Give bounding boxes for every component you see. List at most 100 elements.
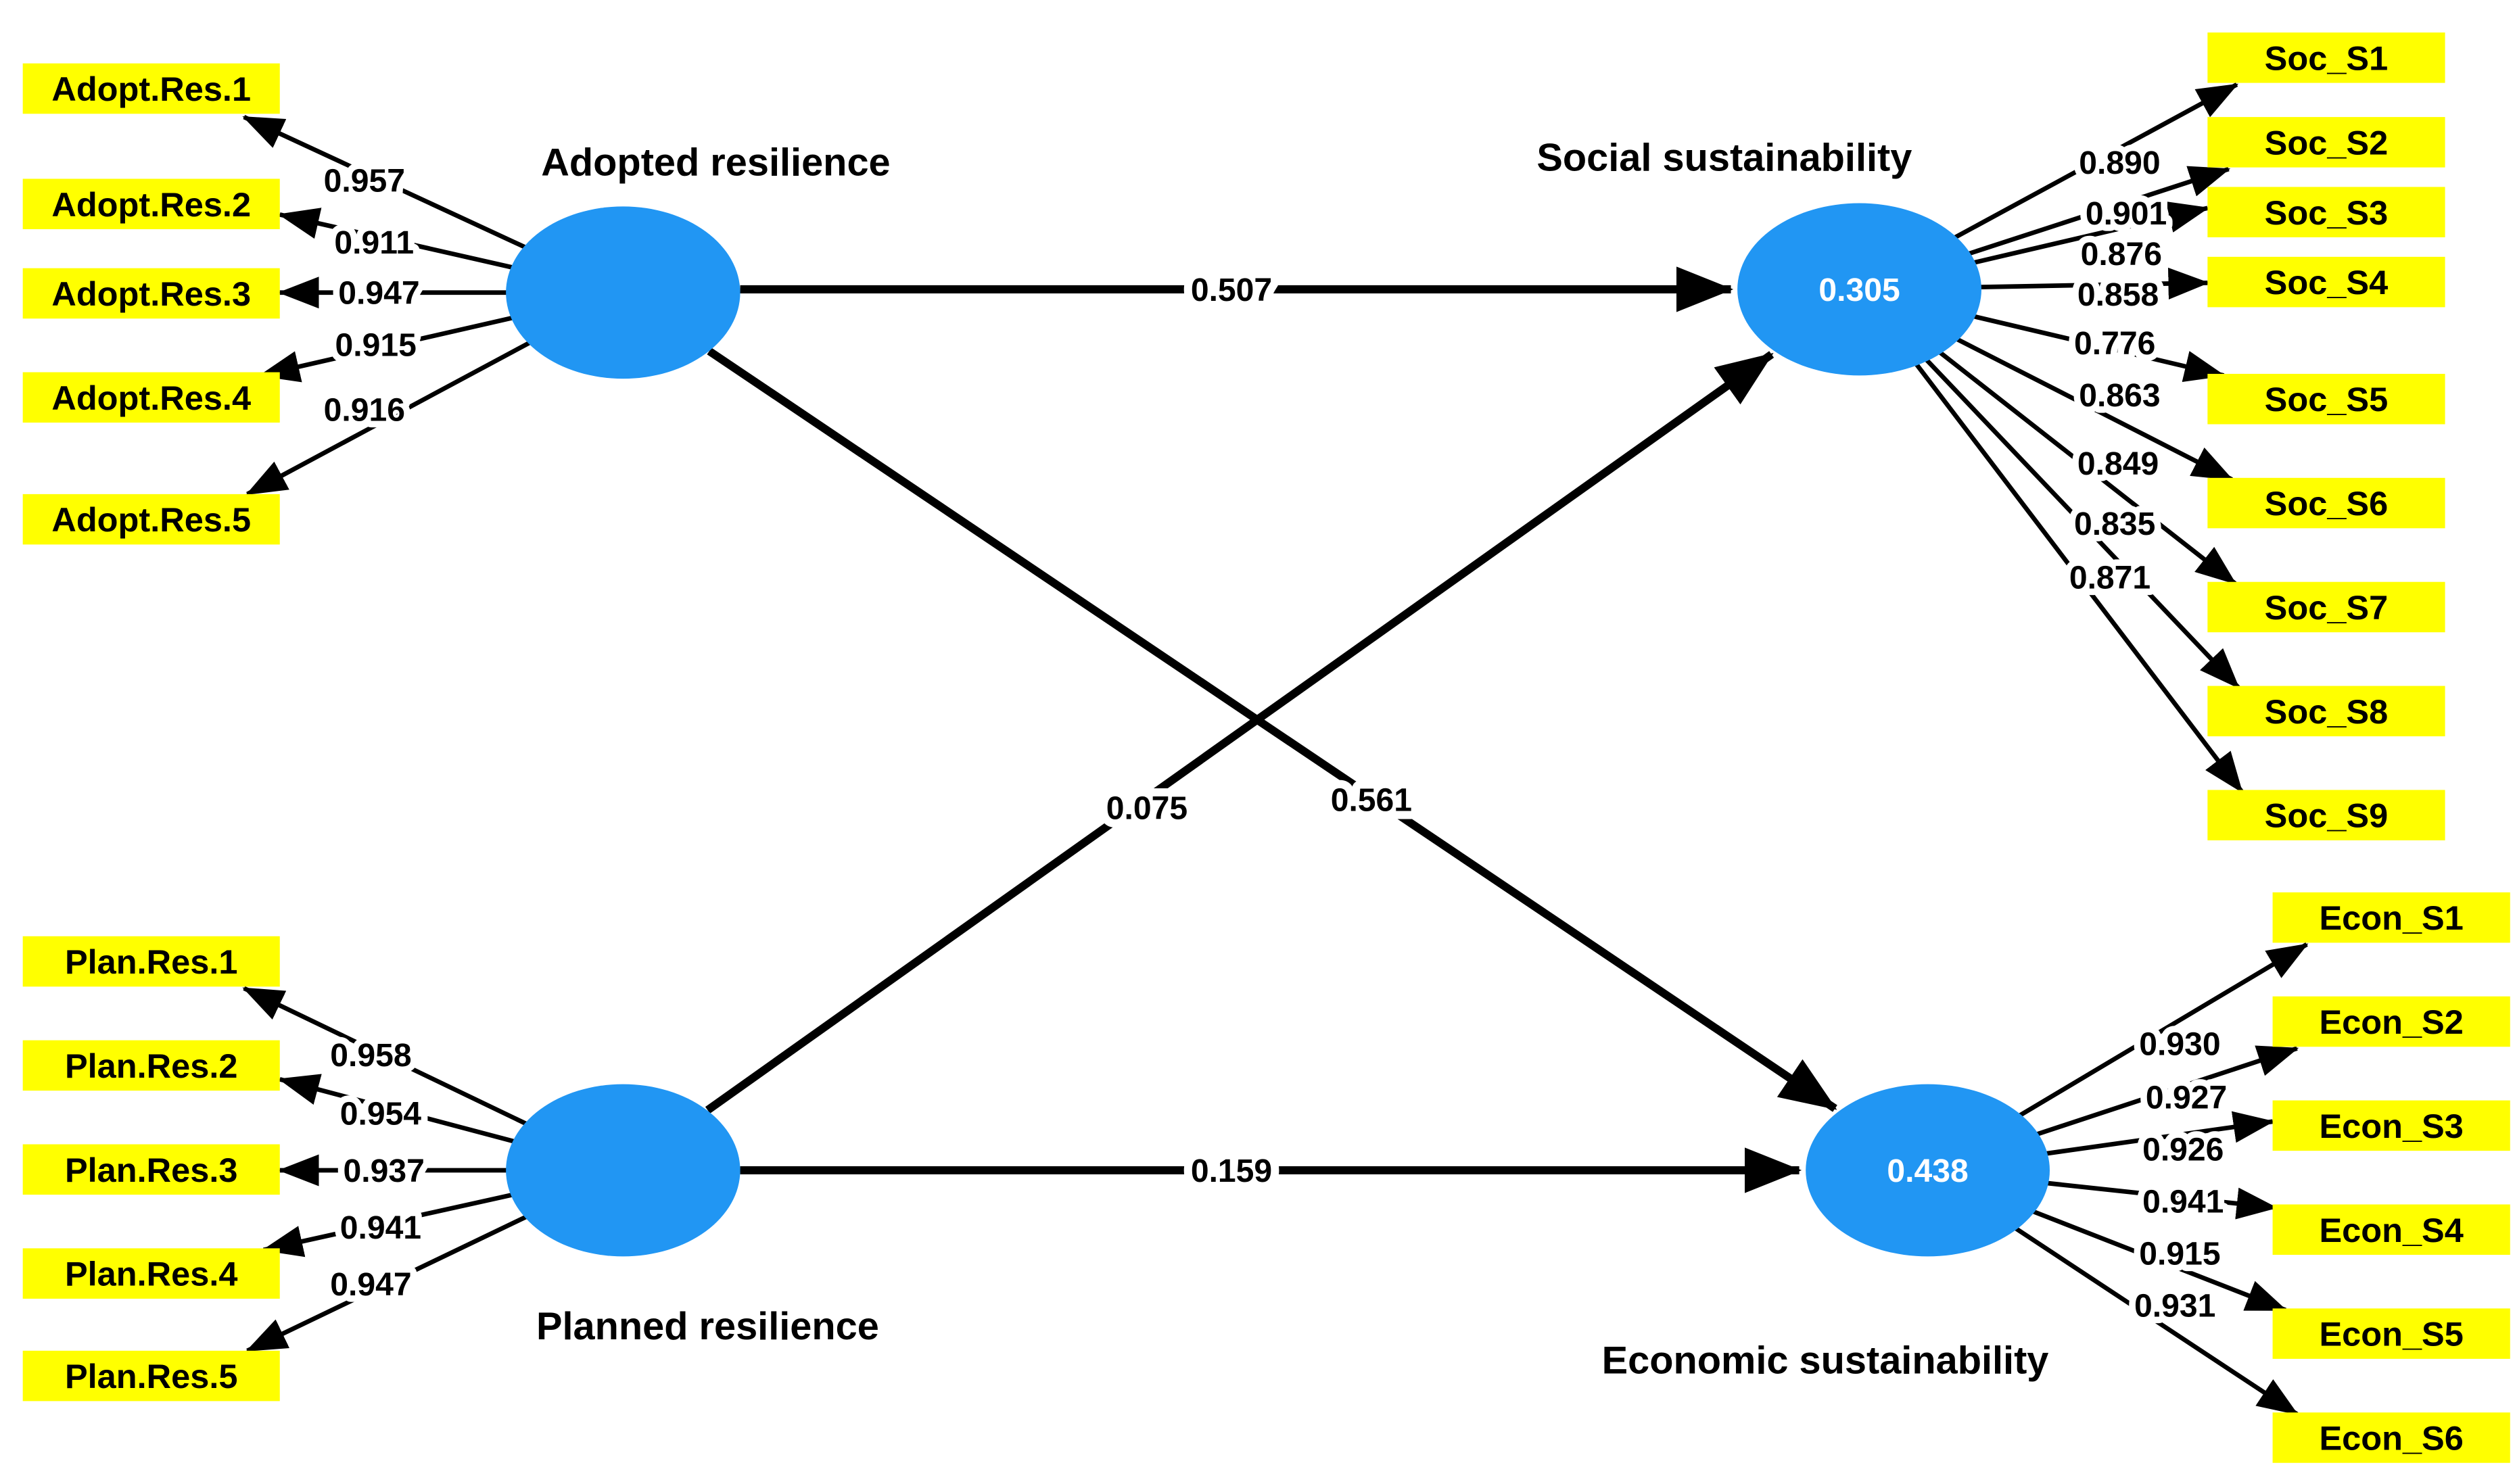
indicator-box	[2272, 892, 2510, 943]
indicator-label: Adopt.Res.2	[51, 185, 251, 224]
indicator-box	[2207, 581, 2445, 633]
path-coefficient-planned-social: 0.075	[1106, 790, 1188, 827]
loading-value: 0.858	[2077, 277, 2159, 313]
indicator-box	[22, 494, 280, 545]
indicator-box	[2272, 1308, 2510, 1359]
indicator-label: Soc_S1	[2265, 39, 2389, 77]
indicator-label: Econ_S6	[2319, 1419, 2463, 1458]
structural-paths	[705, 266, 1837, 1193]
loading-value: 0.954	[340, 1096, 422, 1132]
indicator-label: Econ_S3	[2319, 1107, 2463, 1145]
loading-value: 0.890	[2079, 145, 2160, 181]
loading-value: 0.916	[324, 392, 405, 429]
indicator-box	[22, 63, 280, 114]
indicator-boxes-economic: Econ_S1 Econ_S2 Econ_S3 Econ_S4 Econ_S5 …	[2272, 892, 2510, 1463]
indicator-boxes-planned: Plan.Res.1 Plan.Res.2 Plan.Res.3 Plan.Re…	[22, 936, 280, 1402]
indicator-box	[2272, 1204, 2510, 1255]
indicator-label: Adopt.Res.5	[51, 500, 251, 539]
loadings-adopted: 0.957 0.911 0.947 0.915 0.916	[317, 156, 426, 435]
indicator-box	[2272, 996, 2510, 1047]
loading-value: 0.901	[2086, 195, 2167, 232]
latent-nodes: 0.305 0.438	[506, 203, 2050, 1257]
loading-value: 0.931	[2134, 1287, 2215, 1324]
loading-value: 0.915	[335, 327, 417, 364]
indicator-box	[22, 178, 280, 229]
loading-value: 0.930	[2139, 1026, 2220, 1062]
indicator-box	[22, 1144, 280, 1195]
indicator-box	[22, 1248, 280, 1299]
indicator-box	[22, 1350, 280, 1402]
loading-value: 0.958	[330, 1037, 411, 1074]
indicator-box	[2207, 32, 2445, 83]
indicator-box	[2207, 686, 2445, 737]
path-coefficient-adopted-economic: 0.561	[1331, 782, 1412, 819]
path-arrow-planned-social	[705, 351, 1774, 1114]
path-coefficient-planned-economic: 0.159	[1191, 1153, 1272, 1189]
loading-value: 0.776	[2074, 325, 2155, 362]
latent-title-planned: Planned resilience	[536, 1305, 879, 1348]
path-coefficients: 0.507 0.159 0.075 0.561	[1098, 264, 1420, 1197]
indicator-label: Soc_S5	[2265, 380, 2389, 418]
indicator-label: Adopt.Res.4	[51, 379, 251, 417]
latent-title-social: Social sustainability	[1536, 136, 1912, 179]
loading-value: 0.871	[2069, 559, 2150, 596]
latent-r2-economic: 0.438	[1887, 1153, 1968, 1189]
indicator-label: Soc_S4	[2265, 263, 2389, 302]
indicator-box	[22, 268, 280, 319]
indicator-label: Econ_S5	[2319, 1315, 2463, 1354]
loading-value: 0.911	[334, 224, 414, 261]
indicator-arrows-social	[1857, 82, 2244, 793]
indicator-box	[22, 936, 280, 987]
indicator-label: Soc_S2	[2265, 123, 2389, 162]
indicator-box	[22, 372, 280, 423]
path-coefficient-adopted-social: 0.507	[1191, 272, 1272, 308]
indicator-label: Plan.Res.2	[65, 1047, 238, 1085]
latent-title-adopted: Adopted resilience	[541, 141, 890, 185]
loading-value: 0.947	[330, 1266, 411, 1303]
indicator-box	[2272, 1412, 2510, 1463]
indicator-label: Soc_S7	[2265, 588, 2389, 627]
loading-value: 0.937	[344, 1153, 425, 1189]
loading-value: 0.927	[2146, 1080, 2227, 1116]
indicator-label: Plan.Res.4	[65, 1255, 238, 1293]
latent-node-planned	[506, 1084, 741, 1257]
loadings-planned: 0.958 0.954 0.937 0.941 0.947	[324, 1031, 431, 1310]
latent-node-economic	[1806, 1084, 2050, 1257]
latent-node-adopted	[506, 206, 741, 379]
loading-value: 0.941	[340, 1210, 421, 1246]
path-arrow-adopted-economic	[707, 348, 1837, 1112]
latent-title-economic: Economic sustainability	[1602, 1339, 2049, 1383]
loadings-social: 0.890 0.901 0.876 0.858 0.776 0.863 0.84…	[2063, 139, 2173, 602]
indicator-box	[2207, 256, 2445, 308]
indicator-label: Econ_S1	[2319, 899, 2463, 937]
loading-value: 0.863	[2079, 377, 2160, 414]
latent-r2-social: 0.305	[1818, 272, 1900, 308]
loading-value: 0.941	[2142, 1184, 2224, 1220]
latent-titles: Adopted resilience Social sustainability…	[536, 136, 2048, 1382]
loading-value: 0.957	[324, 163, 405, 199]
indicator-label: Plan.Res.3	[65, 1151, 238, 1189]
loading-value: 0.835	[2074, 506, 2155, 542]
indicator-arrow	[1857, 287, 2244, 793]
indicator-box	[2207, 187, 2445, 238]
indicator-box	[2207, 373, 2445, 425]
indicator-box	[2207, 117, 2445, 168]
indicator-label: Econ_S4	[2319, 1211, 2463, 1249]
loadings-economic: 0.930 0.927 0.926 0.941 0.915 0.931	[2128, 1020, 2233, 1331]
indicator-box	[2207, 790, 2445, 840]
indicator-label: Soc_S8	[2265, 692, 2389, 731]
indicator-label: Econ_S2	[2319, 1003, 2463, 1041]
indicator-label: Soc_S6	[2265, 484, 2389, 523]
loading-value: 0.915	[2139, 1235, 2220, 1272]
indicator-label: Adopt.Res.1	[51, 70, 251, 108]
loading-value: 0.849	[2077, 446, 2159, 482]
indicator-label: Soc_S3	[2265, 193, 2389, 232]
indicator-label: Plan.Res.1	[65, 942, 238, 981]
indicator-label: Plan.Res.5	[65, 1357, 238, 1395]
indicator-box	[22, 1040, 280, 1091]
indicator-boxes-adopted: Adopt.Res.1 Adopt.Res.2 Adopt.Res.3 Adop…	[22, 63, 280, 545]
latent-node-social	[1737, 203, 1981, 376]
indicator-boxes-social: Soc_S1 Soc_S2 Soc_S3 Soc_S4 Soc_S5 Soc_S…	[2207, 32, 2445, 840]
loading-value: 0.947	[338, 275, 419, 312]
